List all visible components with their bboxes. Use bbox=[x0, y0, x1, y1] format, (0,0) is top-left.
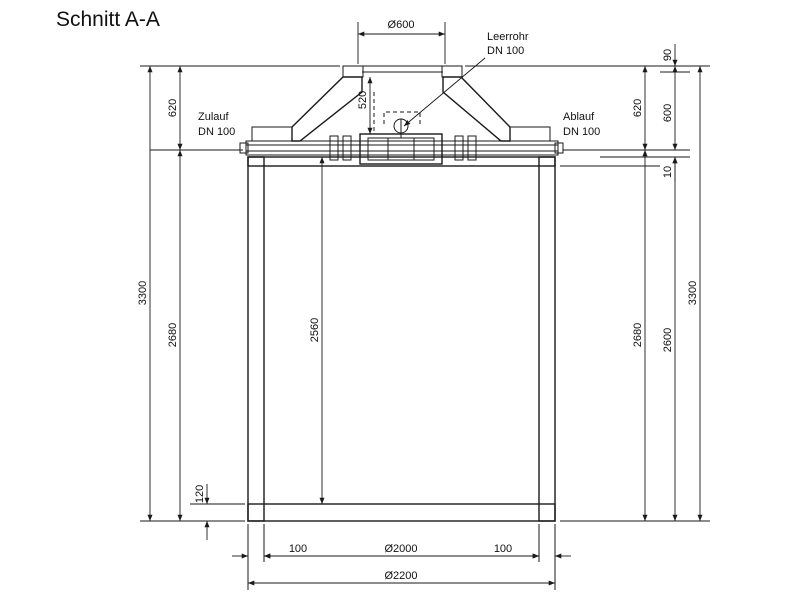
leerrohr-label-1: Leerrohr bbox=[487, 31, 529, 43]
cone-left-wall bbox=[291, 76, 363, 142]
top-90-label: 90 bbox=[662, 49, 674, 61]
total-right-label: 3300 bbox=[687, 281, 699, 305]
drawing-title: Schnitt A-A bbox=[56, 8, 160, 31]
body-right-label: 2680 bbox=[632, 323, 644, 347]
inner-height-label: 2560 bbox=[309, 318, 321, 342]
shaft-600-label: 600 bbox=[662, 104, 674, 122]
pipe-run bbox=[239, 92, 564, 165]
bottom-10-label: 10 bbox=[662, 166, 674, 178]
left-collar bbox=[251, 126, 293, 142]
floor-slab bbox=[247, 503, 556, 522]
floor-label: 120 bbox=[194, 485, 206, 503]
ablauf-label-2: DN 100 bbox=[563, 126, 600, 138]
cone-left-label: 620 bbox=[167, 99, 179, 117]
body-left-label: 2680 bbox=[167, 323, 179, 347]
total-left-label: 3300 bbox=[137, 281, 149, 305]
zulauf-label-1: Zulauf bbox=[198, 111, 230, 123]
dim-cone-right: 620 bbox=[632, 66, 648, 150]
left-wall bbox=[247, 156, 265, 522]
inner-chamber bbox=[263, 165, 540, 505]
dim-total-right: 3300 bbox=[687, 66, 703, 521]
ablauf-label-1: Ablauf bbox=[563, 111, 595, 123]
cone-inner-label: 520 bbox=[357, 91, 369, 109]
cone-right-wall bbox=[442, 76, 511, 142]
wall-left-label: 100 bbox=[289, 543, 307, 555]
dim-shaft-right: 90 600 10 bbox=[660, 44, 690, 182]
dim-inner-height: 2560 bbox=[309, 157, 325, 504]
dim-body-right: 2680 bbox=[632, 150, 648, 521]
dim-total-left: 3300 bbox=[137, 66, 153, 521]
wall-right-label: 100 bbox=[494, 543, 512, 555]
zulauf-label-2: DN 100 bbox=[198, 126, 235, 138]
pipe-body bbox=[245, 140, 559, 156]
dim-inner-right: 2600 bbox=[662, 157, 678, 521]
leerrohr-label-2: DN 100 bbox=[487, 45, 524, 57]
dim-cone-left: 620 bbox=[167, 66, 183, 150]
top-slab-band bbox=[247, 156, 556, 167]
dim-floor: 120 bbox=[194, 484, 210, 540]
right-wall bbox=[538, 156, 556, 522]
cone-right-label: 620 bbox=[632, 99, 644, 117]
dim-body-left: 2680 bbox=[167, 150, 183, 521]
inner-right-label: 2600 bbox=[662, 328, 674, 352]
leerrohr-callout: Leerrohr DN 100 bbox=[403, 31, 529, 127]
dim-bottom: 100 Ø2000 100 Ø2200 bbox=[232, 524, 571, 590]
dim-manhole-diameter: Ø600 bbox=[357, 19, 446, 64]
right-collar bbox=[509, 126, 551, 142]
manhole-ring-left bbox=[342, 65, 364, 78]
dim-cone-inner: 520 bbox=[357, 77, 373, 134]
inner-diameter-label: Ø2000 bbox=[384, 543, 417, 555]
tank-body bbox=[247, 156, 556, 522]
manhole-ring-right bbox=[441, 65, 463, 78]
datum-lines bbox=[140, 65, 710, 522]
outer-diameter-label: Ø2200 bbox=[384, 570, 417, 582]
manhole-diameter-label: Ø600 bbox=[388, 19, 415, 31]
